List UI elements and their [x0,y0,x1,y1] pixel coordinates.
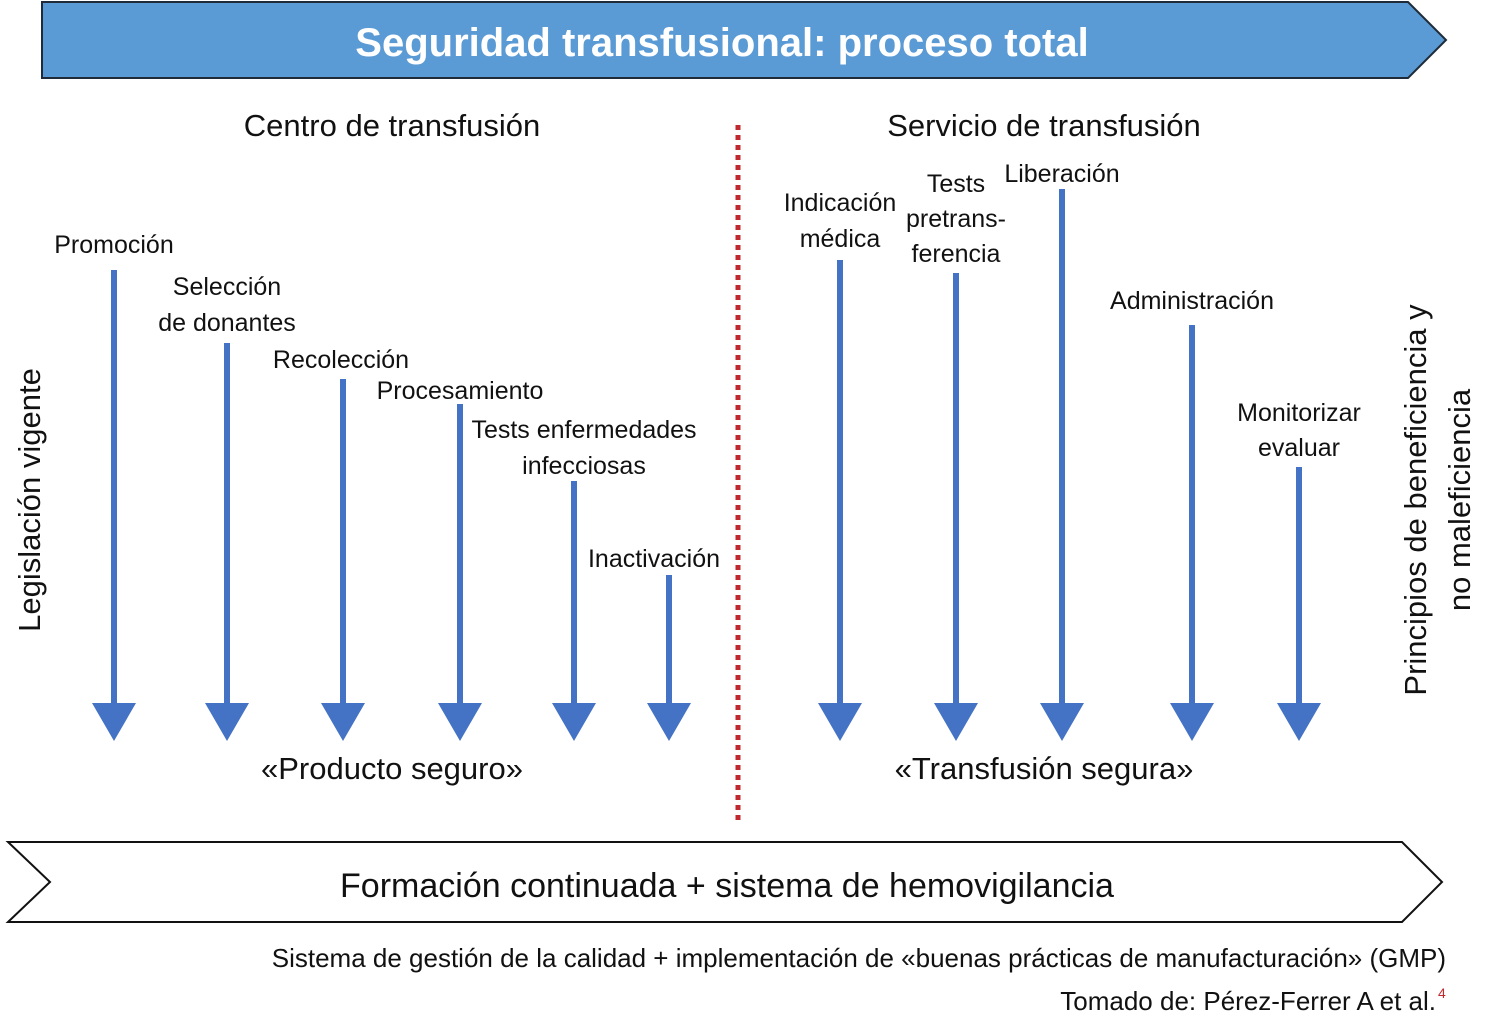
step-monitorizar-line1: Monitorizar [1237,399,1361,427]
step-indicacion-line1: Indicación [784,189,897,217]
bottom-banner-text: Formación continuada + sistema de hemovi… [340,867,1114,905]
step-liberacion: Liberación [1004,160,1119,188]
step-seleccion-line1: Selección [173,273,281,301]
arrow-head-icon [92,703,136,741]
step-indicacion-line2: médica [800,225,881,253]
arrow-shaft [666,575,672,705]
arrow-head-icon [934,703,978,741]
step-pretrans-line3: ferencia [912,240,1001,268]
arrow-head-icon [321,703,365,741]
step-tests-line1: Tests enfermedades [471,416,696,444]
arrow-head-icon [438,703,482,741]
footer-text: Sistema de gestión de la calidad + imple… [272,943,1446,973]
left-result: «Producto seguro» [261,751,523,786]
source-reference: 4 [1438,985,1446,1001]
arrow-head-icon [1170,703,1214,741]
arrow-shaft [953,273,959,705]
step-pretrans-line2: pretrans- [906,205,1006,233]
source-text: Tomado de: Pérez-Ferrer A et al. [1060,986,1436,1016]
arrow-shaft [340,379,346,705]
arrow-shaft [837,260,843,705]
bottom-banner [5,841,1444,923]
right-section-heading: Servicio de transfusión [887,108,1201,143]
step-procesamiento: Procesamiento [377,377,544,405]
arrow-shaft [1296,467,1302,705]
arrow-head-icon [552,703,596,741]
left-side-label: Legislación vigente [12,368,47,632]
arrow-shaft [1059,189,1065,705]
title: Seguridad transfusional: proceso total [355,21,1088,65]
arrow-shaft [1189,325,1195,705]
arrow-head-icon [1277,703,1321,741]
right-side-label-line2: no maleficiencia [1442,388,1477,611]
step-administracion: Administración [1110,287,1274,315]
step-recoleccion: Recolección [273,346,409,374]
step-promocion: Promoción [54,231,174,259]
arrow-shaft [224,343,230,705]
step-pretrans-line1: Tests [927,170,985,198]
left-section-heading: Centro de transfusión [244,108,540,143]
right-side-label-line1: Principios de beneficiencia y [1398,304,1433,696]
step-tests-line2: infecciosas [522,452,646,480]
arrow-head-icon [818,703,862,741]
right-result: «Transfusión segura» [895,751,1194,786]
title-banner [41,1,1448,79]
arrow-shaft [571,481,577,705]
arrow-head-icon [1040,703,1084,741]
arrow-shaft [457,404,463,705]
step-seleccion-line2: de donantes [158,309,296,337]
arrow-head-icon [205,703,249,741]
step-monitorizar-line2: evaluar [1258,434,1340,462]
arrow-head-icon [647,703,691,741]
arrow-shaft [111,270,117,705]
step-inactivacion: Inactivación [588,545,720,573]
